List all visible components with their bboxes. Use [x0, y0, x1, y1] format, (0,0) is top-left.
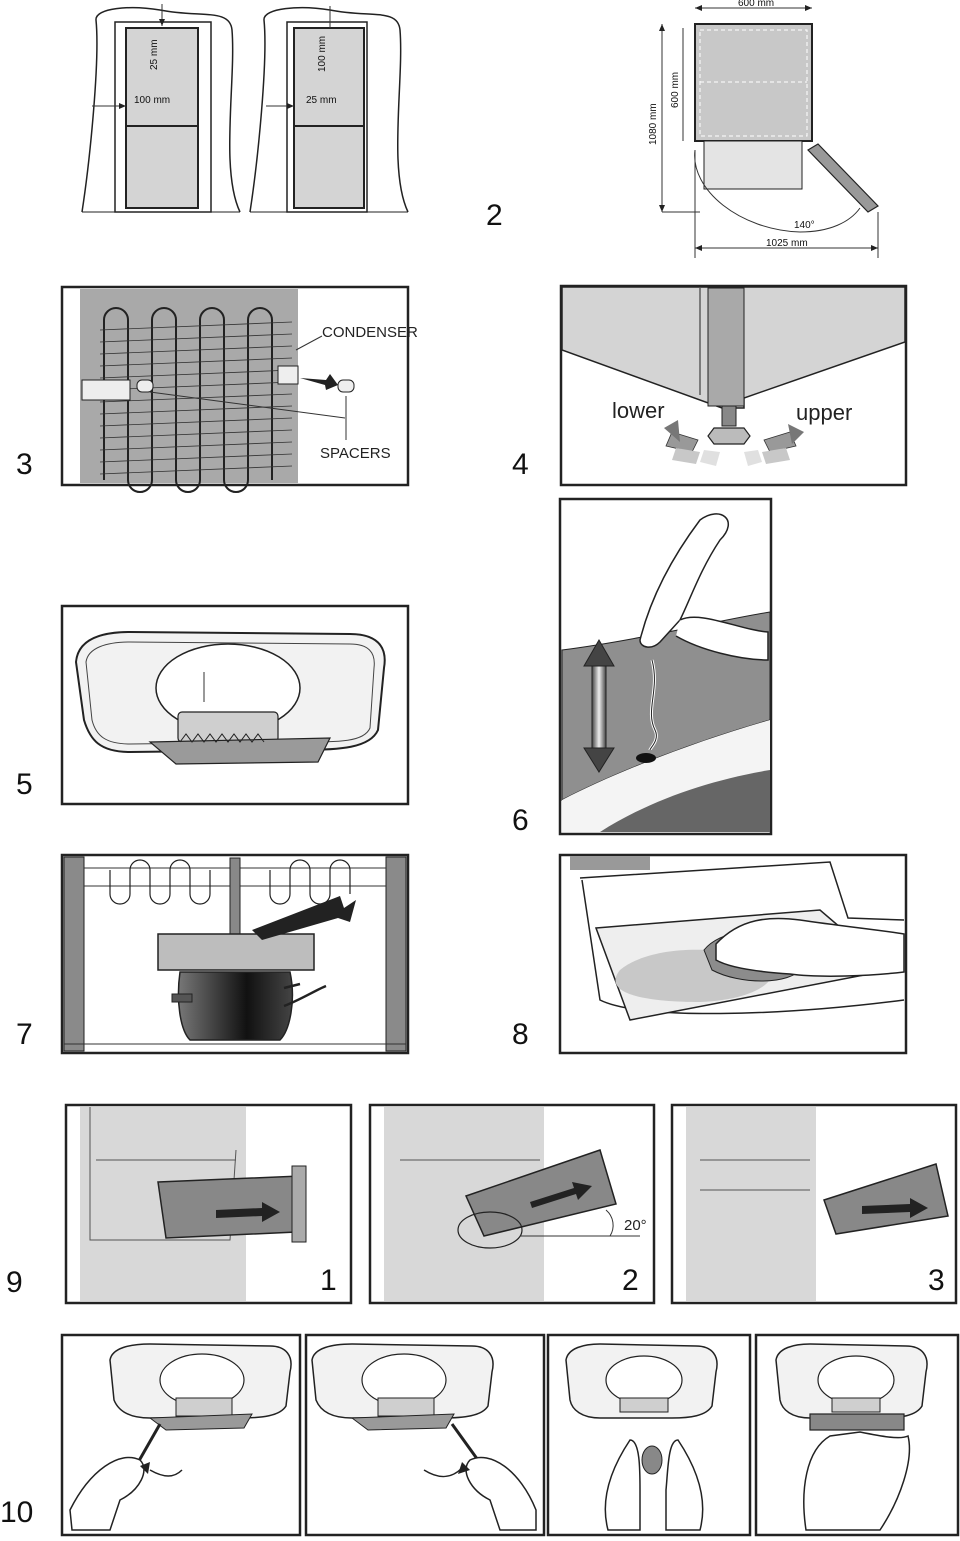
step-9-2: 20° 2 — [368, 1103, 656, 1305]
lower-arrow — [664, 420, 720, 466]
tray — [157, 1175, 301, 1239]
figure-number-7: 7 — [16, 1018, 33, 1051]
depth-label: 600 mm — [670, 72, 681, 108]
lower-label: lower — [612, 398, 665, 423]
angle-20-label: 20° — [624, 1217, 647, 1234]
panel-5 — [60, 604, 410, 806]
figure-number-9: 9 — [6, 1266, 23, 1299]
arrow-to-tray — [252, 896, 356, 940]
figure-7-compressor: 7 — [16, 853, 410, 1055]
panel-7 — [60, 853, 410, 1055]
figure-3-spacers: 3 CONDENSER SPACERS — [16, 285, 418, 493]
dim-top-a: 25 mm — [149, 39, 160, 70]
fridge-alcove-b: 100 mm 25 mm — [249, 6, 409, 213]
upper-arrow — [744, 424, 804, 466]
compressor — [177, 971, 294, 1041]
dim-side-b: 25 mm — [306, 95, 337, 106]
total-label: 1025 mm — [766, 238, 808, 249]
figure-8-wiping: 8 — [512, 853, 908, 1055]
figure-10-tray-clean: 10 — [0, 1333, 960, 1537]
fridge-alcove-a: 25 mm 100 mm — [81, 4, 241, 213]
figure-6-drain-cleaning: 6 — [512, 497, 773, 837]
figure-number-4: 4 — [512, 448, 529, 481]
step-number-3: 3 — [928, 1264, 945, 1297]
drain-hole — [636, 753, 656, 763]
spacers-label: SPACERS — [320, 445, 391, 462]
height-label: 1080 mm — [648, 103, 659, 145]
panel-4 — [559, 284, 908, 487]
figure-9-tray-removal: 9 1 20° 2 — [6, 1103, 958, 1305]
hand — [715, 917, 905, 977]
drip-tray — [148, 737, 331, 765]
panel-6 — [558, 497, 773, 836]
step-10-d — [754, 1333, 960, 1537]
step-10-a — [60, 1333, 302, 1537]
step-9-1: 1 — [64, 1103, 353, 1305]
panel-3 — [60, 285, 410, 487]
spacer-left — [136, 379, 154, 393]
figure-number-8: 8 — [512, 1018, 529, 1051]
spacer-right — [337, 379, 355, 393]
dim-side-a: 100 mm — [134, 95, 170, 106]
step-10-c — [546, 1333, 752, 1537]
angle-label: 140° — [794, 220, 815, 231]
step-number-1: 1 — [320, 1264, 337, 1297]
figure-number-3: 3 — [16, 448, 33, 481]
figure-number-2: 2 — [486, 199, 503, 232]
tray — [823, 1163, 949, 1235]
figure-number-6: 6 — [512, 804, 529, 837]
step-10-b — [304, 1333, 546, 1537]
figure-4-levelling-feet: 4 lower upper — [512, 284, 908, 487]
step-9-3: 3 — [670, 1103, 958, 1305]
figure-2-dimensions: 2 600 mm 600 mm 1080 mm 140° 1025 mm — [486, 0, 879, 258]
figure-number-10: 10 — [0, 1496, 33, 1529]
step-number-2: 2 — [622, 1264, 639, 1297]
condenser-label: CONDENSER — [322, 324, 418, 341]
figure-5-drip-tray: 5 — [16, 604, 410, 806]
figure-1-clearance: 25 mm 100 mm 100 mm 25 mm — [81, 4, 409, 213]
upper-label: upper — [796, 400, 852, 425]
tray — [464, 1149, 617, 1237]
panel-8 — [558, 853, 908, 1055]
foot-nut — [707, 427, 751, 445]
hand — [639, 513, 729, 648]
width-label: 600 mm — [738, 0, 774, 9]
figure-number-5: 5 — [16, 768, 33, 801]
dim-top-b: 100 mm — [317, 36, 328, 72]
